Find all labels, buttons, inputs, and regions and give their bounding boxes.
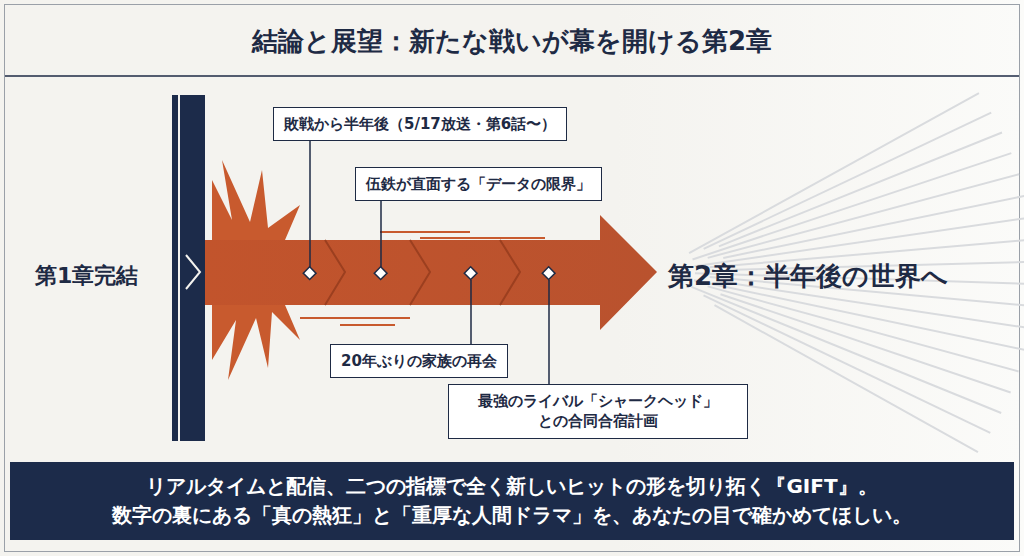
callout-text: 伍鉄が直面する「データの限界」 xyxy=(366,174,591,194)
chapter-label: 第1章完結 xyxy=(35,261,138,291)
speed-lines xyxy=(300,232,545,325)
callout-text: 最強のライバル「シャークヘッド」 との合同合宿計画 xyxy=(459,391,737,432)
title: 結論と展望：新たな戦いが幕を開ける第2章 xyxy=(252,24,772,59)
wall-stripe xyxy=(178,95,180,441)
frame xyxy=(5,5,1020,552)
wall-chevron xyxy=(186,255,200,289)
light-ray xyxy=(721,294,1011,392)
burst xyxy=(212,160,300,240)
light-ray xyxy=(714,305,977,452)
callout-text: 20年ぶりの家族の再会 xyxy=(341,351,497,371)
callout-box: 最強のライバル「シャークヘッド」 との合同合宿計画 xyxy=(448,384,748,439)
light-ray xyxy=(689,93,979,253)
title-rule xyxy=(5,75,1019,77)
callout-box: 伍鉄が直面する「データの限界」 xyxy=(355,167,602,201)
light-ray xyxy=(694,218,1024,267)
callout-box: 敗戦から半年後（5/17放送・第6話〜） xyxy=(273,107,567,141)
caption-band: リアルタイムと配信、二つの指標で全く新しいヒットの形を切り拓く『GIFT』。 数… xyxy=(10,462,1014,540)
timeline-arrow xyxy=(205,215,657,330)
caption: リアルタイムと配信、二つの指標で全く新しいヒットの形を切り拓く『GIFT』。 数… xyxy=(102,472,922,530)
light-ray xyxy=(723,196,1024,258)
burst xyxy=(212,305,300,380)
chevrons xyxy=(325,240,520,305)
chapter-wall xyxy=(172,95,205,441)
callout-box: 20年ぶりの家族の再会 xyxy=(330,344,508,378)
milestone-dots xyxy=(303,267,555,280)
chapter-label: 第2章：半年後の世界へ xyxy=(668,259,948,294)
light-ray xyxy=(708,286,1019,371)
callout-text: 敗戦から半年後（5/17放送・第6話〜） xyxy=(284,114,556,134)
